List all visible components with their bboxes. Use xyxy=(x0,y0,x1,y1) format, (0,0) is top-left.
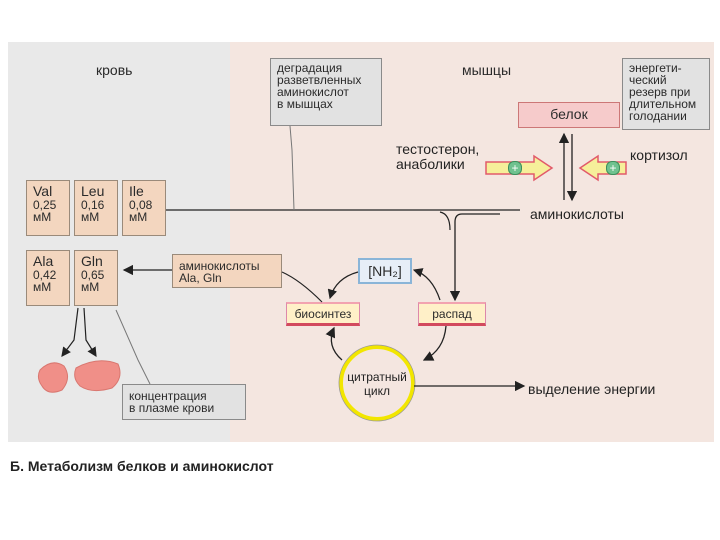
degradation-line-2: разветвленных xyxy=(277,73,362,87)
amino-block-gln: Gln 0,65 мМ xyxy=(74,250,118,306)
citrate-cycle-outline xyxy=(338,344,416,422)
arrow-nh2-to-biosynthesis xyxy=(327,271,359,300)
amino-block-leu: Leu 0,16 мМ xyxy=(74,180,118,236)
plasma-line-2: в плазме крови xyxy=(129,401,215,415)
amino-ala-gln-line-2: Ala, Gln xyxy=(179,271,222,285)
amino-ala-gln-line-1: аминокислоты xyxy=(179,259,260,273)
amino-block-ile: Ile 0,08 мМ xyxy=(122,180,166,236)
plasma-line-1: концентрация xyxy=(129,389,207,403)
testosterone-label: тестостерон, анаболики xyxy=(396,142,479,172)
amino-block-val: Val 0,25 мМ xyxy=(26,180,70,236)
energy-release-label: выделение энергии xyxy=(528,381,656,397)
citrate-cycle-label: цитратный цикл xyxy=(342,370,412,398)
energy-reserve-note: энергети- ческий резерв при длительном г… xyxy=(622,58,710,130)
kidney-icon xyxy=(37,362,68,393)
plasma-concentration-note: концентрация в плазме крови xyxy=(122,384,246,420)
citrate-line-1: цитратный xyxy=(347,370,407,384)
plus-icon-cortisol: + xyxy=(606,161,620,175)
plus-icon-testosterone: + xyxy=(508,161,522,175)
testosterone-line-1: тестостерон, xyxy=(396,141,480,157)
arrow-amino-to-breakdown xyxy=(449,213,500,302)
amino-conc: 0,42 xyxy=(33,268,57,282)
amino-name: Ile xyxy=(129,183,144,199)
blood-label: кровь xyxy=(96,62,133,78)
amino-unit: мМ xyxy=(81,280,100,294)
citrate-cycle-ring xyxy=(339,345,415,421)
line-biosynthesis-to-box xyxy=(281,271,323,303)
liver-icon xyxy=(74,360,121,392)
testosterone-line-2: анаболики xyxy=(396,156,465,172)
plasma-pointer xyxy=(115,309,151,385)
reserve-line-2: ческий xyxy=(629,73,667,87)
arrow-breakdown-to-nh2 xyxy=(412,268,441,301)
reserve-line-3: резерв при xyxy=(629,85,691,99)
amino-conc: 0,08 xyxy=(129,198,153,212)
amino-name: Val xyxy=(33,183,53,199)
degradation-pointer xyxy=(289,125,295,211)
branch-curve xyxy=(439,211,451,231)
amino-conc: 0,65 xyxy=(81,268,105,282)
arrow-to-organ-2 xyxy=(83,307,97,358)
protein-box: белок xyxy=(518,102,620,128)
amino-name: Leu xyxy=(81,183,105,199)
degradation-line-4: в мышцах xyxy=(277,97,333,111)
amino-unit: мМ xyxy=(33,210,52,224)
amino-acids-label: аминокислоты xyxy=(530,206,624,222)
reserve-line-4: длительном xyxy=(629,97,697,111)
amino-block-ala: Ala 0,42 мМ xyxy=(26,250,70,306)
arrow-breakdown-to-cycle xyxy=(422,325,447,361)
amino-name: Gln xyxy=(81,253,103,269)
figure-caption: Б. Метаболизм белков и аминокислот xyxy=(10,458,274,474)
breakdown-box: распад xyxy=(418,302,486,326)
degradation-note: деградация разветвленных аминокислот в м… xyxy=(270,58,382,126)
citrate-line-2: цикл xyxy=(364,384,390,398)
reserve-line-1: энергети- xyxy=(629,61,682,75)
degradation-line-3: аминокислот xyxy=(277,85,349,99)
cortisol-label: кортизол xyxy=(630,147,688,163)
arrow-to-organ-1 xyxy=(61,307,79,357)
reserve-line-5: голодании xyxy=(629,109,687,123)
degradation-line-1: деградация xyxy=(277,61,343,75)
amino-conc: 0,16 xyxy=(81,198,105,212)
arrow-cycle-to-biosynthesis xyxy=(325,326,343,361)
amino-conc: 0,25 xyxy=(33,198,57,212)
amino-unit: мМ xyxy=(129,210,148,224)
biosynthesis-box: биосинтез xyxy=(286,302,360,326)
amino-unit: мМ xyxy=(81,210,100,224)
muscles-label: мышцы xyxy=(462,62,511,78)
nh2-box: [NH₂] xyxy=(358,258,412,284)
amino-name: Ala xyxy=(33,253,54,269)
amino-ala-gln-box: аминокислоты Ala, Gln xyxy=(172,254,282,288)
amino-unit: мМ xyxy=(33,280,52,294)
